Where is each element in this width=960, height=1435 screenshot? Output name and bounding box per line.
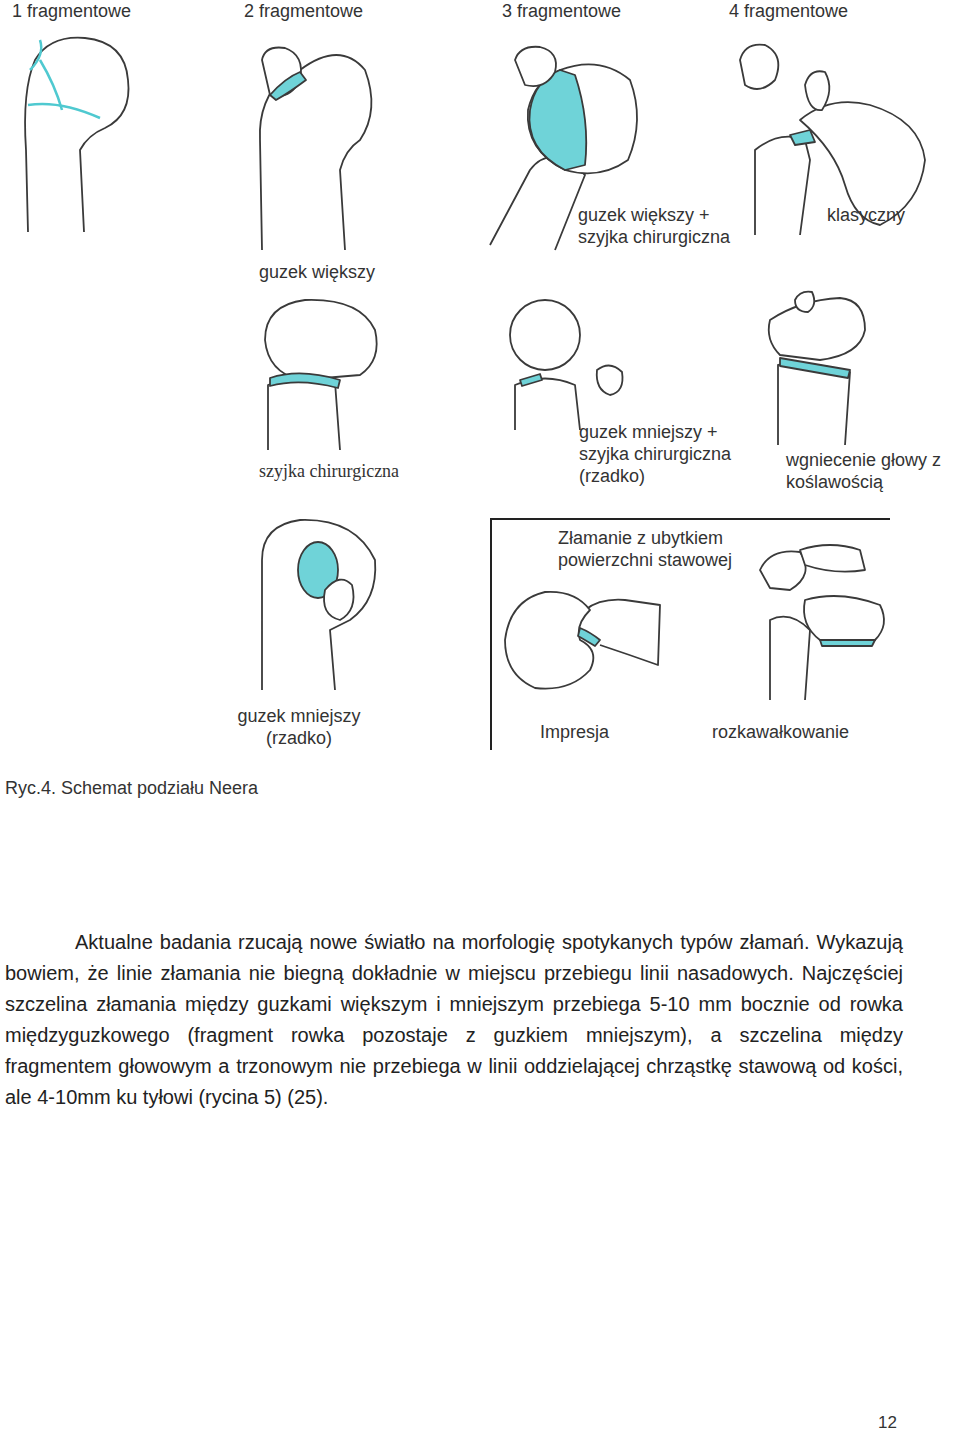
fracture-type-label: wgniecenie głowy z koślawością [786, 450, 956, 494]
group-heading: Złamanie z ubytkiem powierzchni stawowej [558, 528, 758, 572]
page-number: 12 [878, 1413, 918, 1434]
fracture-type-label: guzek większy [259, 262, 409, 284]
figure-caption: Ryc.4. Schemat podziału Neera [5, 778, 405, 800]
fracture-type-label: guzek mniejszy + szyjka chirurgiczna (rz… [579, 422, 759, 488]
valgus-impacted-fracture [769, 292, 865, 445]
greater-tuberosity-fracture [260, 48, 372, 251]
fracture-type-label: guzek większy + szyjka chirurgiczna [578, 205, 753, 249]
fracture-type-label: klasyczny [827, 205, 937, 227]
fracture-type-label: Impresja [540, 722, 640, 744]
surgical-neck-fracture [265, 300, 377, 450]
fracture-type-label: szyjka chirurgiczna [259, 461, 439, 483]
lesser-tuberosity-neck-fracture [510, 300, 623, 430]
fracture-type-label: guzek mniejszy (rzadko) [219, 706, 379, 750]
column-header: 3 fragmentowe [502, 1, 672, 23]
body-paragraph: Aktualne badania rzucają nowe światło na… [5, 927, 903, 1113]
head-split-fracture [760, 545, 884, 700]
one-part-fracture [25, 38, 128, 232]
impression-fracture [505, 592, 660, 689]
column-header: 1 fragmentowe [12, 1, 182, 23]
column-header: 2 fragmentowe [244, 1, 414, 23]
column-header: 4 fragmentowe [729, 1, 899, 23]
lesser-tuberosity-fracture [262, 520, 375, 690]
group-frame: Złamanie z ubytkiem powierzchni stawowej [490, 518, 890, 750]
fracture-type-label: rozkawałkowanie [712, 722, 882, 744]
